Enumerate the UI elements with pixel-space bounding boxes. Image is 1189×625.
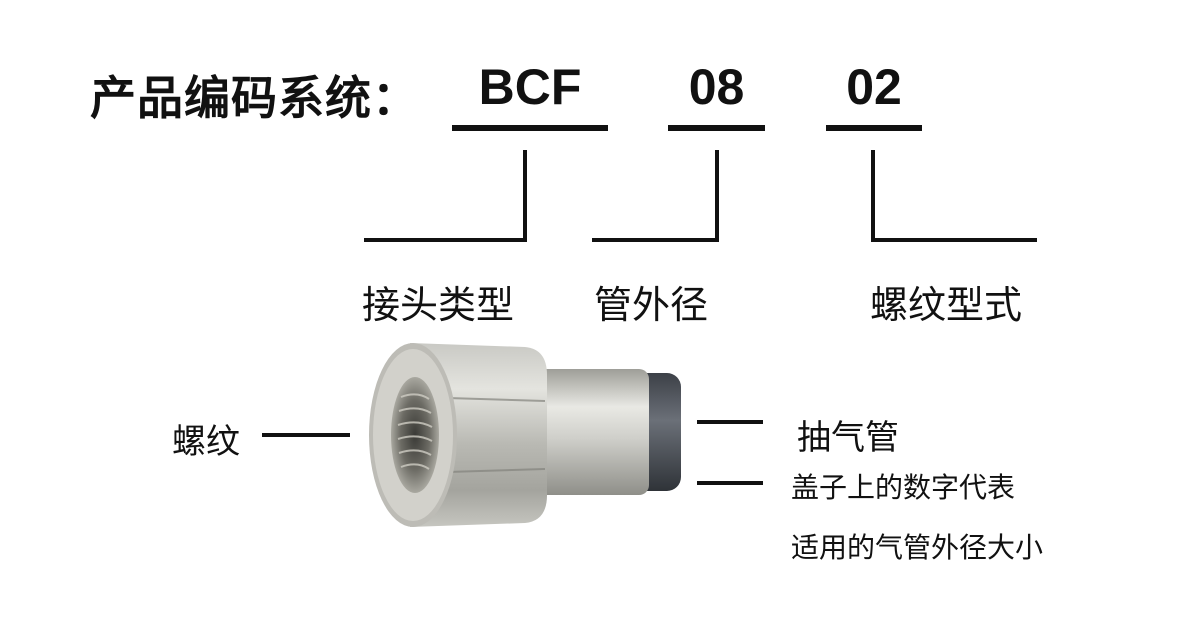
- callout-note-line1: 盖子上的数字代表: [791, 471, 1016, 504]
- callout-note-line2: 适用的气管外径大小: [791, 531, 1044, 564]
- code-diameter: 08: [688, 59, 745, 115]
- segment-label-type: 接头类型: [362, 283, 515, 327]
- segment-label-thread: 螺纹型式: [870, 283, 1023, 327]
- segment-label-diameter: 管外径: [594, 283, 709, 327]
- code-type-underline: [452, 125, 608, 131]
- code-type: BCF: [478, 59, 582, 115]
- threaded-bore: [391, 377, 439, 493]
- callout-tube-line: [697, 420, 763, 424]
- bracket-thread-horizontal: [871, 238, 1037, 242]
- code-thread: 02: [846, 59, 902, 115]
- bracket-diameter-horizontal: [592, 238, 719, 242]
- page-title: 产品编码系统：: [90, 71, 419, 125]
- code-thread-underline: [826, 125, 922, 131]
- bracket-thread-vertical: [871, 150, 875, 242]
- bracket-diameter-vertical: [715, 150, 719, 242]
- callout-tube-label: 抽气管: [797, 418, 899, 458]
- callout-thread-label: 螺纹: [172, 422, 240, 462]
- fitting-image: [369, 343, 681, 527]
- callout-thread-line: [262, 433, 350, 437]
- bracket-type-horizontal: [364, 238, 527, 242]
- bracket-type-vertical: [523, 150, 527, 242]
- code-diameter-underline: [668, 125, 765, 131]
- callout-cap-line: [697, 481, 763, 485]
- tube-body: [531, 369, 649, 495]
